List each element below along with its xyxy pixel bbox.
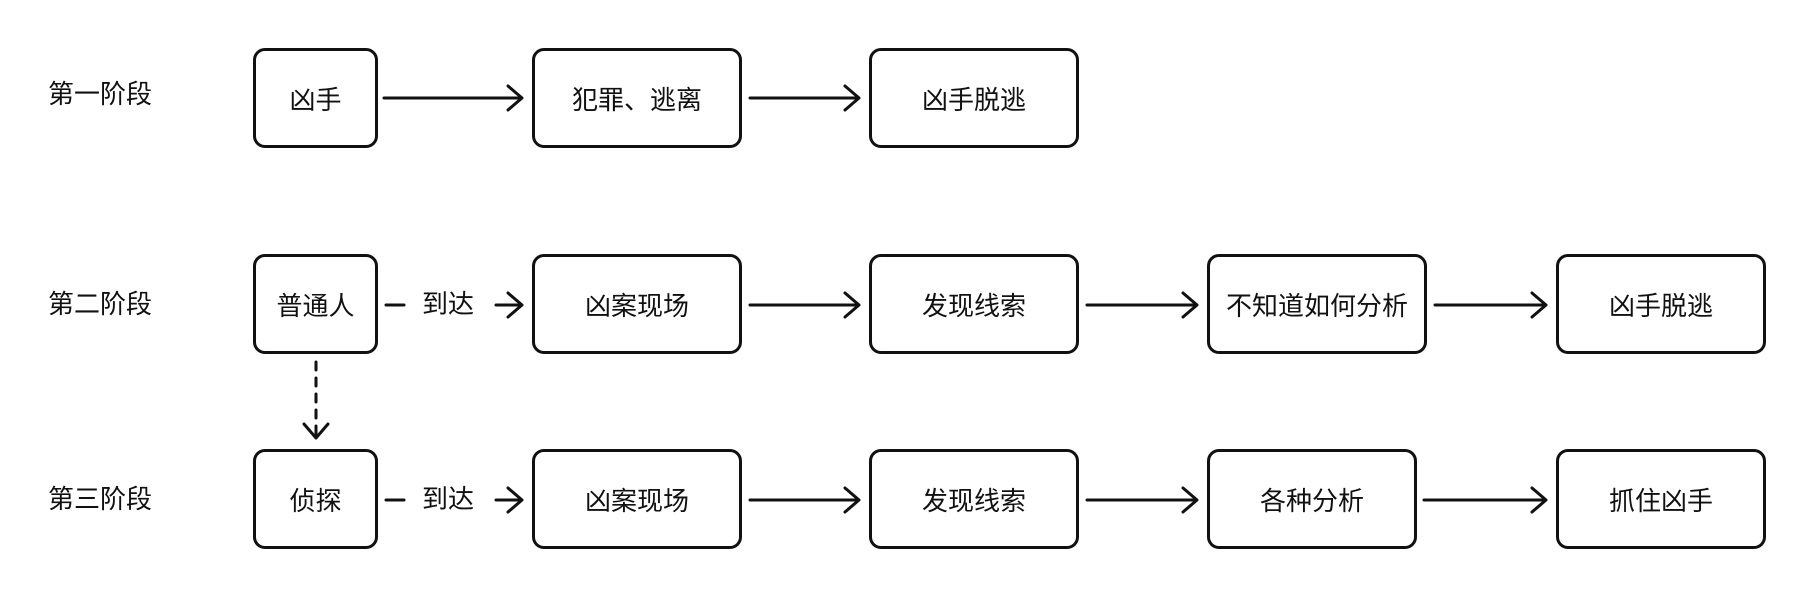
arrow-s2-after-label bbox=[494, 291, 524, 319]
arrow-s3-3 bbox=[1085, 486, 1199, 514]
node-s2-2: 凶案现场 bbox=[532, 254, 742, 354]
arrow-s3-4 bbox=[1422, 486, 1548, 514]
node-s1-1: 凶手 bbox=[253, 48, 378, 148]
arrow-s1-1 bbox=[382, 84, 524, 112]
arrow-s2-4 bbox=[1433, 291, 1548, 319]
stage-label-3: 第三阶段 bbox=[48, 485, 153, 515]
node-s3-5: 抓住凶手 bbox=[1556, 449, 1766, 549]
arrow-s2-2 bbox=[748, 291, 861, 319]
dashed-arrow-stage2-to-stage3 bbox=[302, 360, 330, 440]
node-s1-2: 犯罪、逃离 bbox=[532, 48, 742, 148]
node-s2-1: 普通人 bbox=[253, 254, 378, 354]
node-s2-4: 不知道如何分析 bbox=[1207, 254, 1427, 354]
node-s2-5: 凶手脱逃 bbox=[1556, 254, 1766, 354]
arrow-s1-2 bbox=[748, 84, 861, 112]
node-s3-2: 凶案现场 bbox=[532, 449, 742, 549]
node-s3-4: 各种分析 bbox=[1207, 449, 1417, 549]
node-s1-3: 凶手脱逃 bbox=[869, 48, 1079, 148]
arrow-s2-3 bbox=[1085, 291, 1199, 319]
stage-label-2: 第二阶段 bbox=[48, 290, 153, 320]
node-s3-1: 侦探 bbox=[253, 449, 378, 549]
edge-label-s3: 到达 bbox=[422, 485, 475, 515]
edge-label-s2: 到达 bbox=[422, 290, 475, 320]
stage-label-1: 第一阶段 bbox=[48, 80, 153, 110]
node-s3-3: 发现线索 bbox=[869, 449, 1079, 549]
arrow-s3-2 bbox=[748, 486, 861, 514]
node-s2-3: 发现线索 bbox=[869, 254, 1079, 354]
arrow-s3-after-label bbox=[494, 486, 524, 514]
